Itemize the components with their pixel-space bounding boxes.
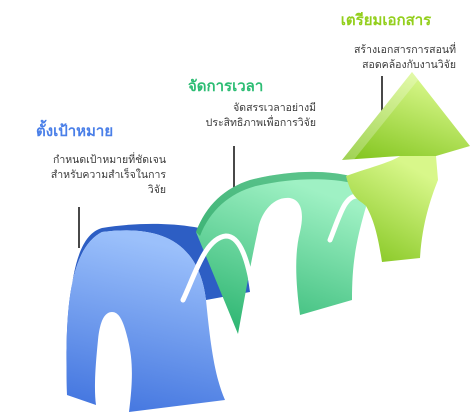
step1-wave: [66, 223, 250, 412]
step1-description-line: สำหรับความสำเร็จในการ: [50, 169, 166, 182]
step2-wave: [196, 171, 370, 334]
step3-description-line: สอดคล้องกับงานวิจัย: [362, 59, 456, 72]
wave-separator-1: [180, 233, 256, 303]
step1-title: ตั้งเป้าหมาย: [36, 122, 114, 140]
step3-arrow: [342, 72, 470, 262]
step2-description: จัดสรรเวลาอย่างมี ประสิทธิภาพเพื่อการวิจ…: [168, 101, 316, 131]
arrow-head: [342, 72, 470, 160]
step2-title: จัดการเวลา: [188, 77, 264, 95]
step1-description: กำหนดเป้าหมายที่ชัดเจน สำหรับความสำเร็จใ…: [10, 153, 166, 199]
step2-description-line: จัดสรรเวลาอย่างมี: [233, 102, 316, 114]
step3-title: เตรียมเอกสาร: [340, 11, 432, 29]
step1-description-line: กำหนดเป้าหมายที่ชัดเจน: [53, 154, 166, 166]
step1-description-line: วิจัย: [147, 184, 166, 197]
step2-description-line: ประสิทธิภาพเพื่อการวิจัย: [205, 117, 316, 130]
step3-description: สร้างเอกสารการสอนที่ สอดคล้องกับงานวิจัย: [300, 43, 456, 73]
step3-description-line: สร้างเอกสารการสอนที่: [354, 44, 456, 56]
